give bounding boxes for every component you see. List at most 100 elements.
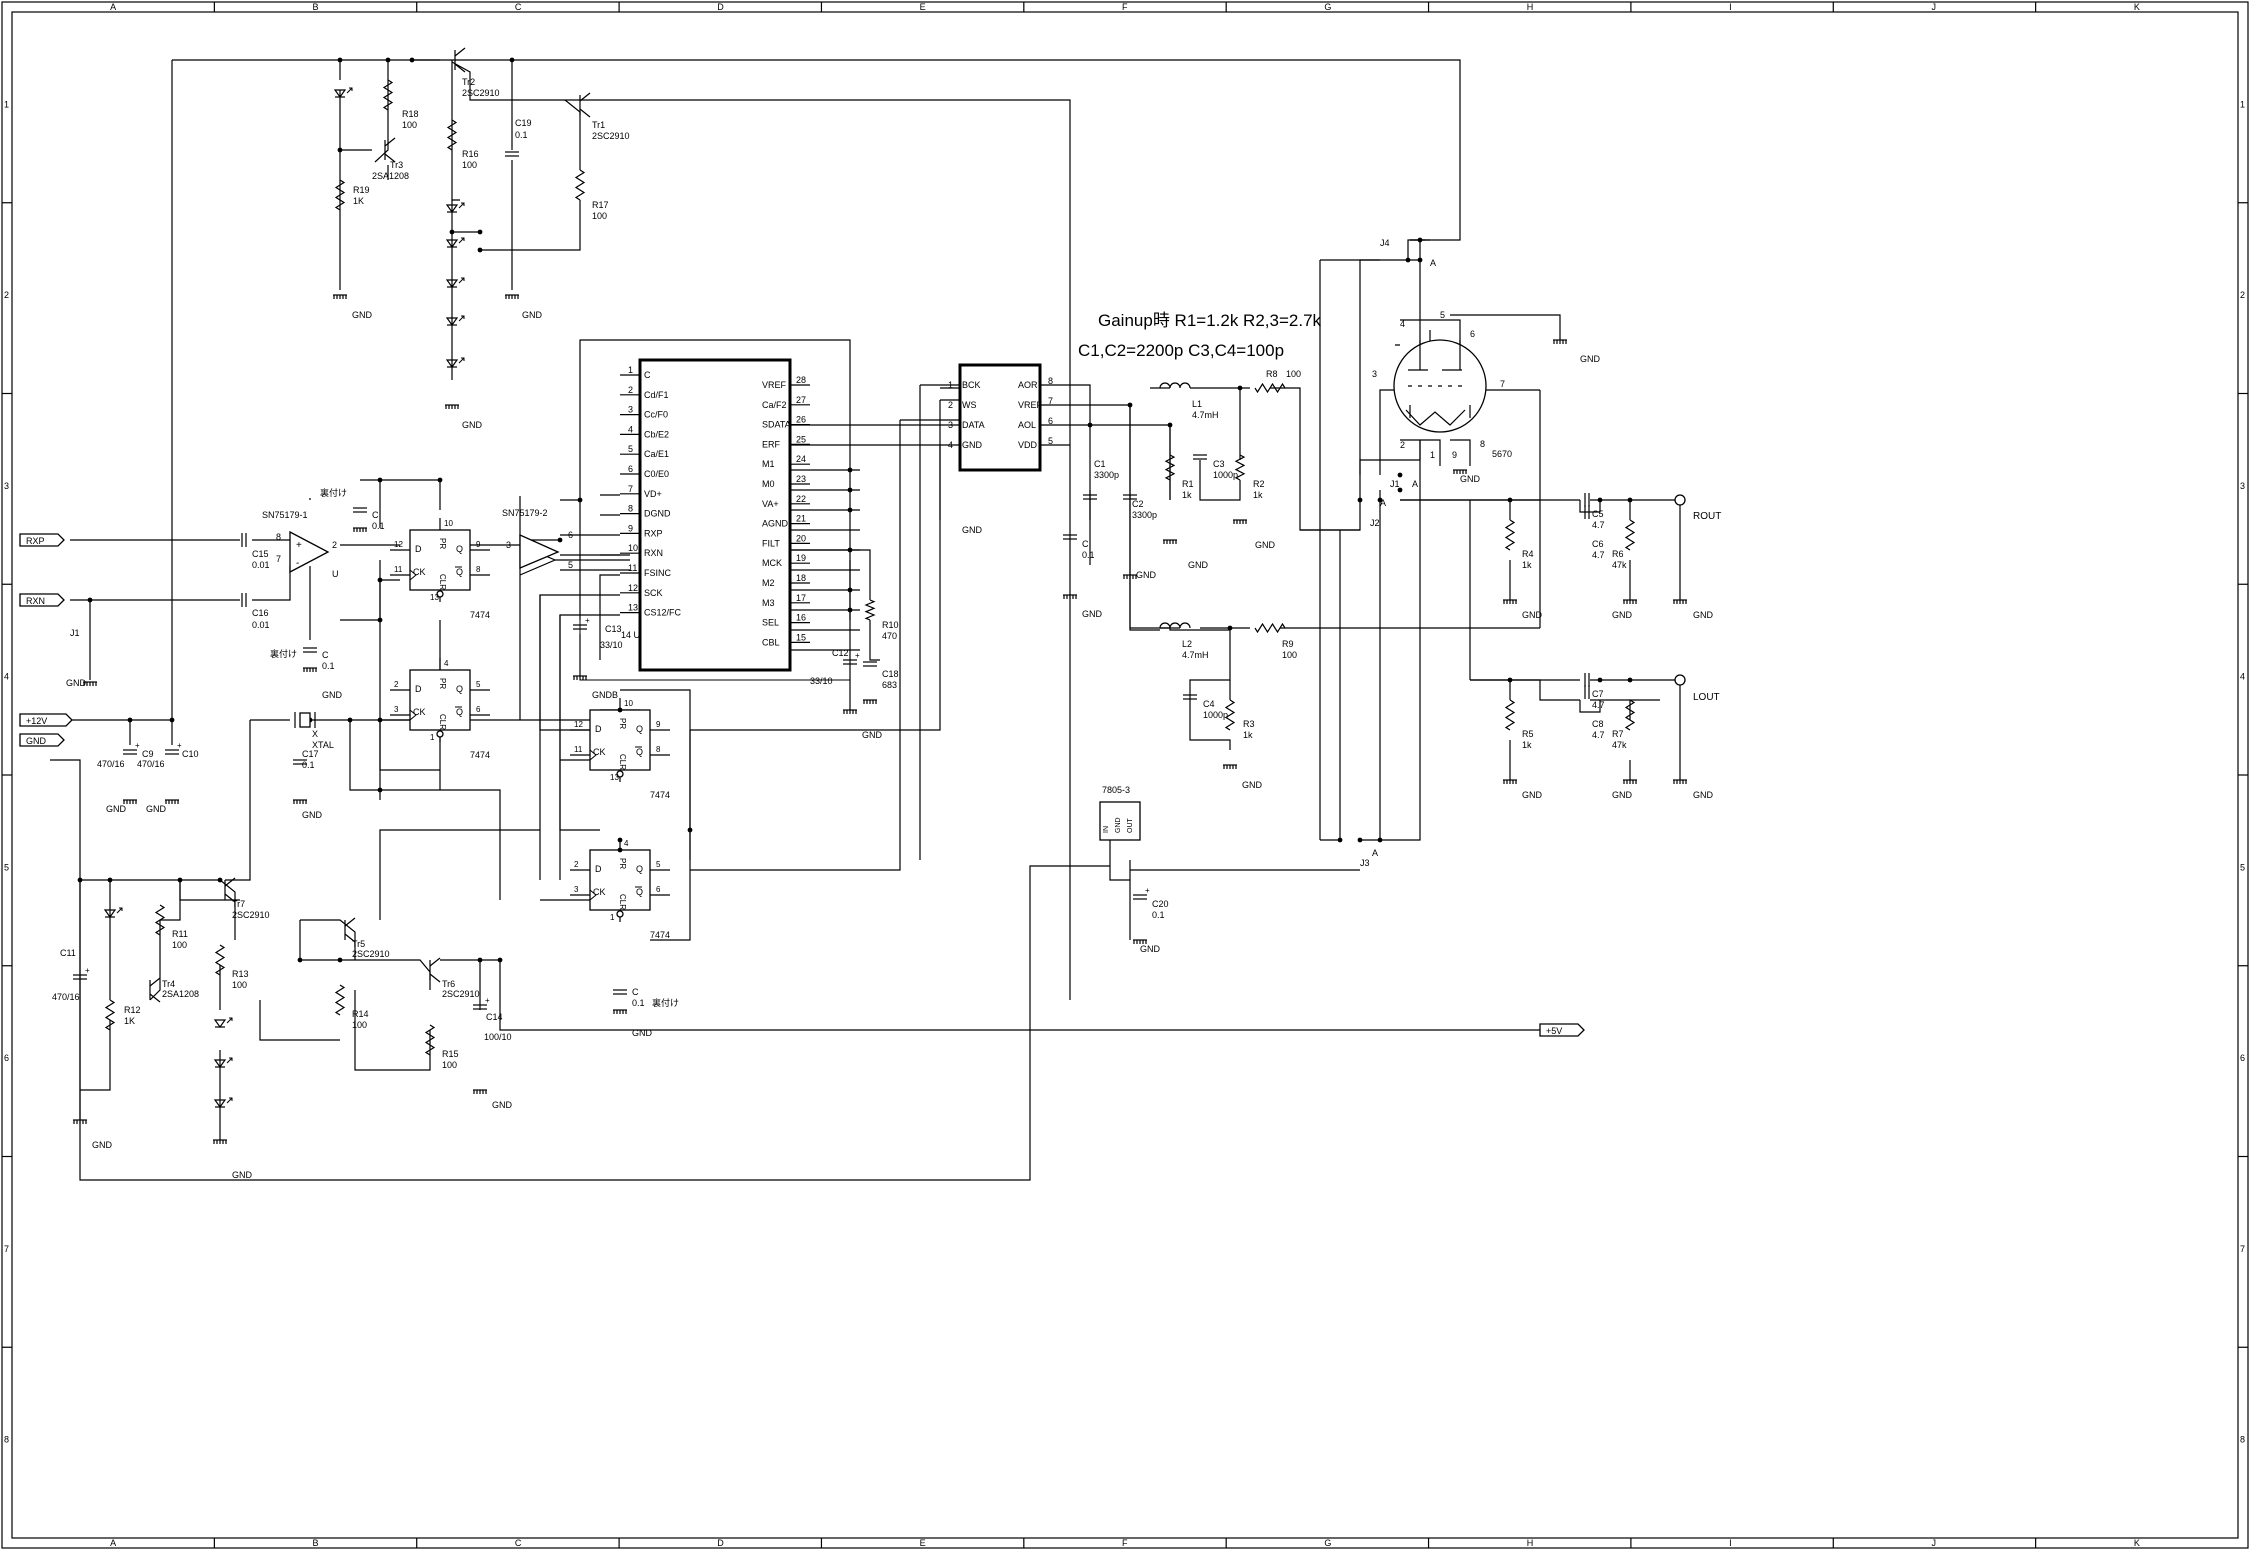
ff-pin: 8 [476,565,481,574]
component-label: GND [1242,780,1263,790]
ff-pin: 5 [476,680,481,689]
component-label: C5 [1592,509,1604,519]
component-label: U [332,569,339,579]
ff-pin: 4 [624,839,629,848]
resistor [334,179,346,211]
junction-dot [449,229,455,235]
dac-pin-name: AGND [762,519,789,529]
led-symbol [445,315,465,327]
ground-symbol [473,1089,487,1094]
junction-dot [337,147,343,153]
junction-dot [477,957,483,963]
component-label: R11 [172,929,188,939]
port-label: +12V [26,716,47,726]
frame-column-bottom: B [313,1538,319,1548]
capacitor [241,533,247,547]
junction-dot [1377,837,1383,843]
dac-pin-number: 15 [796,632,806,642]
led-symbol [445,277,465,289]
ff-pin: 10 [624,699,633,708]
junction-dot [687,827,693,833]
ground-symbol [843,709,857,714]
component-label: C3 [1213,459,1225,469]
frame-column-top: I [1729,2,1732,12]
frame-column-bottom: E [920,1538,926,1548]
junction-dot [1627,497,1633,503]
junction-dot [1237,385,1243,391]
junction-dot [847,507,853,513]
component-label: GND [1136,570,1157,580]
ground-symbol [1233,519,1247,524]
component-label: 2SC2910 [442,989,480,999]
dac-pin-number: 7 [628,484,633,494]
inductor [1159,622,1191,629]
component-label: R17 [592,200,609,210]
capacitor [303,647,317,653]
ground-symbol [293,799,307,804]
dac-pin-name: SDATA [762,420,791,430]
svg-text:+: + [296,540,302,551]
capacitor [1193,454,1207,460]
capacitor [1083,494,1097,500]
frame-row-right: 3 [2240,481,2245,491]
component-label: Tr7 [232,899,245,909]
component-label: GND [1522,790,1543,800]
component-label: 100/10 [484,1032,512,1042]
component-label: C7 [1592,689,1604,699]
ff-clr: CLR [438,714,447,730]
component-label: 14 U [621,630,640,640]
junction-dot [297,957,303,963]
component-label: C10 [182,749,199,759]
component-label: C4 [1203,699,1215,709]
frame-column-top: K [2134,2,2140,12]
component-label: J1 [70,628,80,638]
component-label: 3300p [1132,510,1157,520]
frame-row-left: 8 [4,1435,9,1445]
ff-pin: 12 [394,540,403,549]
component-label: GND [1693,610,1714,620]
svg-text:7: 7 [276,554,281,564]
junction-dot [1227,625,1233,631]
component-label: 5670 [1492,449,1512,459]
ff-pin: 2 [394,680,399,689]
tube-pin-number: 2 [1400,440,1405,450]
component-label: 47k [1612,560,1627,570]
capacitor [613,989,627,995]
tube-pin-number: 8 [1480,439,1485,449]
ff-pr: PR [438,678,447,689]
frame-row-left: 7 [4,1244,9,1254]
dac2-pin-number: 1 [948,380,953,390]
ff-ck: CK [413,567,426,577]
dac-pin-name: VREF [762,380,787,390]
ff-clr: CLR [438,574,447,590]
dac-pin-name: C [644,370,651,380]
port-label: RXP [26,536,45,546]
junction-dot [77,877,83,883]
led-symbol [213,1097,233,1109]
component-label: R19 [353,185,370,195]
junction-dot [1357,497,1363,503]
junction-dot [477,247,483,253]
frame-column-bottom: A [110,1538,116,1548]
component-label: C20 [1152,899,1169,909]
junction-dot [409,57,415,63]
component-label: J3 [1360,858,1370,868]
regulator-pin-label: GND [1115,817,1122,833]
junction-dot [1127,402,1133,408]
ground-symbol [1163,539,1177,544]
junction-dot [1627,677,1633,683]
ff-pr: PR [438,538,447,549]
frame-row-right: 2 [2240,290,2245,300]
led-symbol [213,1017,233,1029]
ground-symbol [613,1009,627,1014]
ff-d: D [415,684,422,694]
dac-pin-number: 19 [796,553,806,563]
component-label: C [372,510,379,520]
ground-symbol [1623,779,1637,784]
transistor-tr6 [429,957,441,983]
capacitor [473,1004,487,1010]
ground-symbol [165,799,179,804]
dac-pin-number: 21 [796,514,806,524]
port-gnd [19,733,65,747]
dac-pin-name: Cb/E2 [644,429,669,439]
